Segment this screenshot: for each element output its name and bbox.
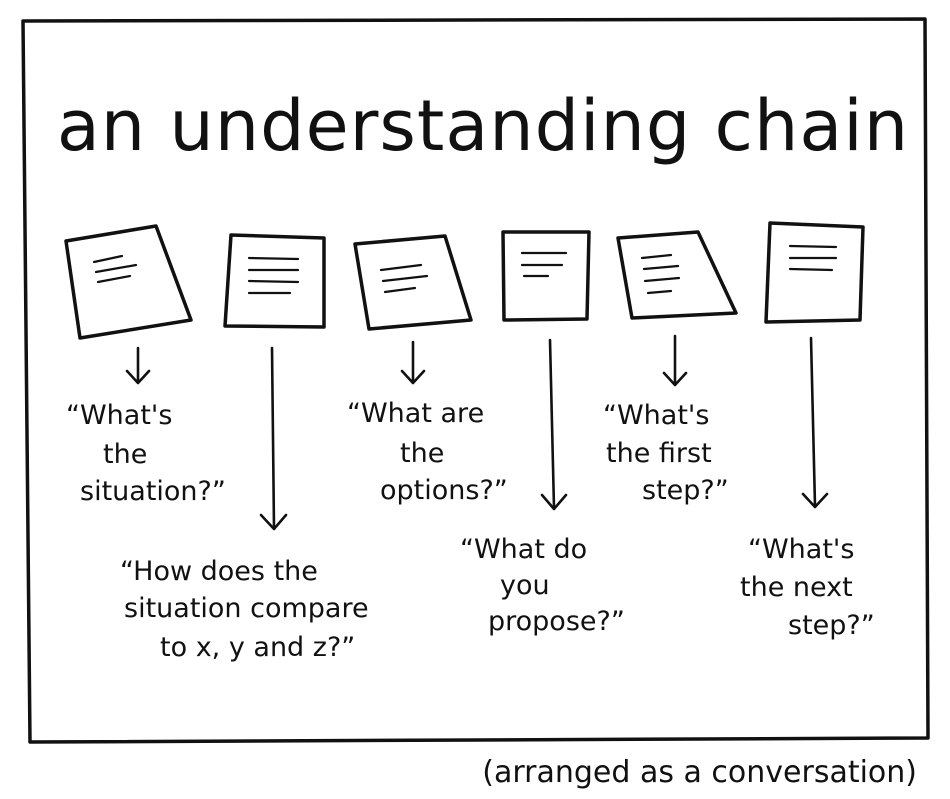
question-2-line-2: situation compare	[124, 593, 369, 624]
question-1-line-2: the	[103, 439, 147, 470]
document-icon-2	[223, 233, 326, 329]
question-2-line-3: to x, y and z?”	[160, 632, 355, 663]
question-1-line-1: “What's	[66, 400, 172, 431]
question-4-line-3: propose?”	[488, 606, 625, 637]
diagram-frame	[21, 17, 930, 744]
document-icon-4	[501, 230, 591, 322]
question-4-line-1: “What do	[460, 534, 587, 565]
question-3-line-1: “What are	[347, 398, 484, 429]
question-2-line-1: “How does the	[120, 556, 318, 587]
document-icon-5	[616, 230, 738, 320]
arrow-4	[540, 338, 568, 511]
question-4-line-2: you	[500, 570, 550, 601]
question-2: “How does the situation compare to x, y …	[120, 556, 369, 663]
question-3-line-2: the	[400, 438, 444, 469]
document-icon-6	[764, 221, 865, 324]
arrow-1	[125, 346, 151, 385]
document-icon-1	[64, 224, 193, 340]
question-6-line-3: step?”	[788, 610, 875, 641]
arrow-6	[801, 336, 829, 509]
question-5: “What's the first step?”	[603, 400, 729, 506]
question-5-line-2: the first	[606, 438, 712, 469]
document-icon-3	[353, 234, 473, 331]
diagram-caption: (arranged as a conversation)	[482, 755, 917, 790]
arrow-3	[400, 340, 426, 385]
arrow-5	[662, 334, 688, 387]
question-6-line-2: the next	[740, 572, 853, 603]
question-5-line-3: step?”	[642, 475, 729, 506]
question-5-line-1: “What's	[603, 400, 709, 431]
arrow-2	[259, 346, 288, 531]
diagram-title: an understanding chain	[57, 85, 909, 167]
question-1: “What's the situation?”	[66, 400, 226, 507]
question-3-line-3: options?”	[380, 475, 508, 506]
question-1-line-3: situation?”	[80, 476, 226, 507]
question-4: “What do you propose?”	[460, 534, 625, 637]
question-3: “What are the options?”	[347, 398, 508, 506]
question-6: “What's the next step?”	[740, 534, 875, 641]
question-6-line-1: “What's	[748, 534, 854, 565]
